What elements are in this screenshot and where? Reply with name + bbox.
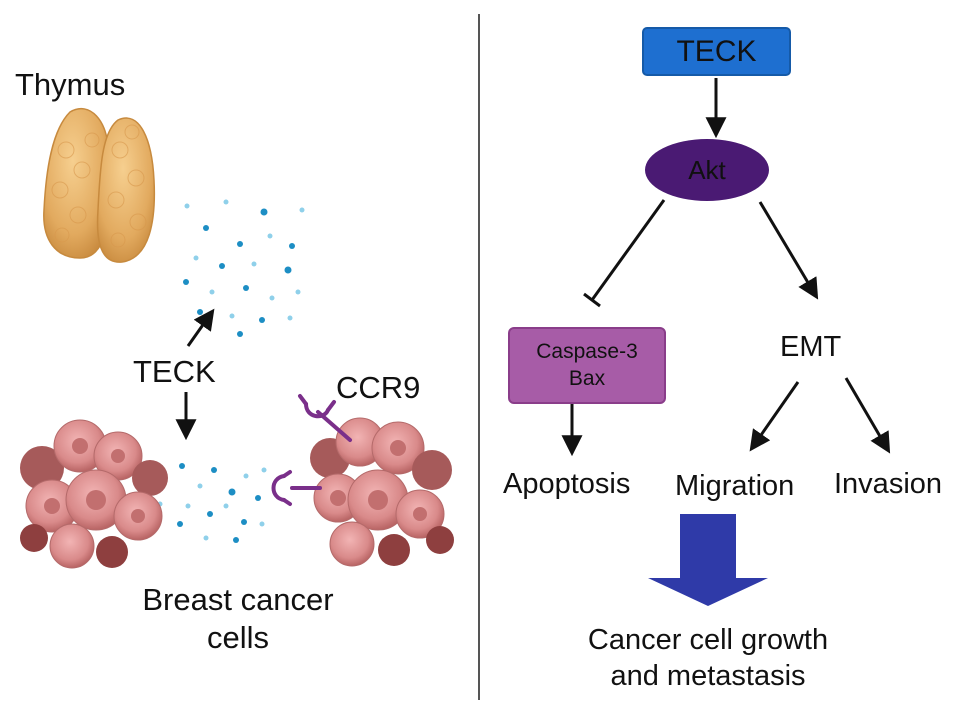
arrow-teck-up — [186, 308, 215, 347]
invasion-label: Invasion — [834, 468, 943, 500]
apoptosis-label: Apoptosis — [503, 468, 631, 500]
ccr9-receptor-top — [298, 394, 352, 442]
cancer-cell-cluster-left — [20, 419, 168, 569]
thymus-label: Thymus — [15, 67, 126, 102]
emt-label: EMT — [780, 331, 842, 363]
inhibit-akt-to-caspase — [590, 199, 666, 301]
cancer-cell-cluster-right — [310, 417, 454, 567]
ccr9-label: CCR9 — [336, 370, 421, 405]
outcome-line1: Cancer cell growth — [587, 624, 829, 656]
inhibit-bar — [583, 292, 601, 308]
migration-label: Migration — [675, 470, 795, 502]
outcome-line2: and metastasis — [610, 660, 806, 692]
thymus-illustration — [43, 107, 156, 263]
bax-label: Bax — [568, 366, 606, 390]
teck-label-left: TECK — [133, 354, 216, 389]
teck-box: TECK — [642, 27, 791, 76]
big-down-arrow — [648, 514, 768, 606]
arrow-akt-to-emt — [758, 201, 819, 300]
chemokine-dots-upper — [183, 199, 305, 337]
cells-label-line2: cells — [206, 620, 269, 655]
caspase-label: Caspase-3 — [536, 340, 638, 364]
ccr9-receptor-side — [271, 470, 322, 506]
chemokine-dots-lower — [157, 463, 267, 543]
arrow-emt-to-invasion — [844, 377, 891, 454]
cells-label-line1: Breast cancer — [142, 582, 334, 617]
arrow-emt-to-migration — [749, 381, 800, 452]
akt-node: Akt — [645, 139, 769, 201]
caspase-bax-box: Caspase-3 Bax — [508, 327, 666, 404]
